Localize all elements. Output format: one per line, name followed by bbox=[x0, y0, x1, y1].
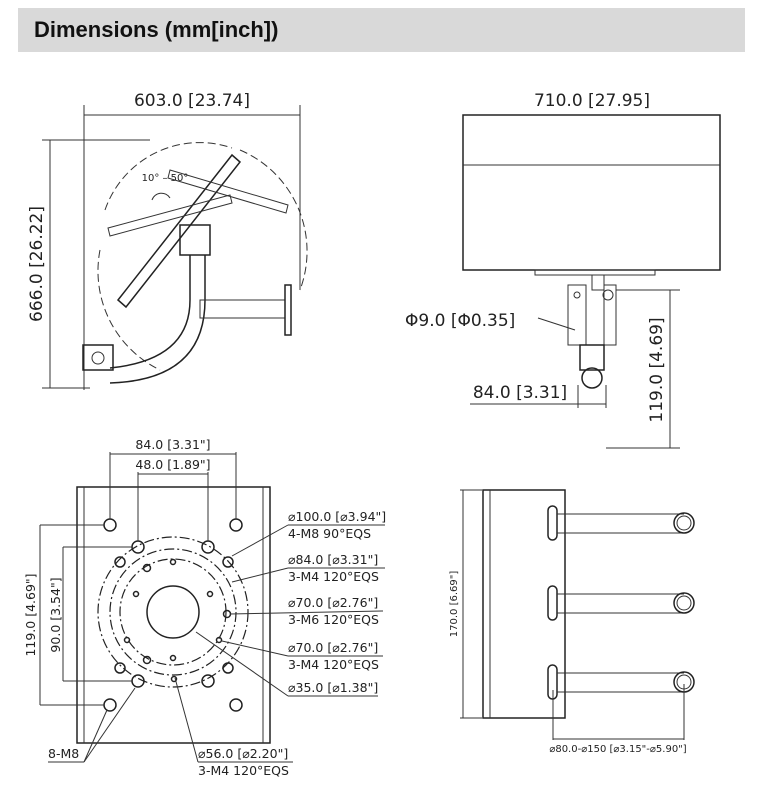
callout-spec: 3-M4 120°EQS bbox=[288, 657, 379, 672]
plate-top-inner-label: 48.0 [1.89"] bbox=[135, 457, 210, 472]
hole-dia-label: Φ9.0 [Φ0.35] bbox=[405, 311, 515, 331]
plate-left-inner-label: 90.0 [3.54"] bbox=[48, 577, 63, 652]
callout-dia: ⌀70.0 [⌀2.76"] bbox=[288, 640, 378, 655]
callout-spec: 3-M6 120°EQS bbox=[288, 612, 379, 627]
front-view-drawing: 710.0 [27.95] 84.0 [3.31] Φ9.0 [Φ0.35] 1… bbox=[405, 91, 721, 449]
bottom-spec-label: 3-M4 120°EQS bbox=[198, 763, 289, 778]
tilt-range-label: 10° – 50° bbox=[142, 173, 189, 184]
side-height-label: 666.0 [26.22] bbox=[27, 206, 47, 322]
section-title: Dimensions (mm[inch]) bbox=[34, 17, 279, 42]
plate-width-label: 84.0 [3.31] bbox=[473, 383, 567, 403]
plate-left-outer-label: 119.0 [4.69"] bbox=[23, 573, 38, 656]
callout-dia: ⌀100.0 [⌀3.94"] bbox=[288, 509, 386, 524]
side-width-label: 603.0 [23.74] bbox=[134, 91, 250, 111]
bottom-dia-label: ⌀56.0 [⌀2.20"] bbox=[198, 746, 288, 761]
plate-height-label: 119.0 [4.69] bbox=[647, 317, 667, 422]
side-view-drawing: 603.0 [23.74] 666.0 [26.22] 10° – 50° bbox=[27, 91, 308, 390]
bolts-label: 8-M8 bbox=[48, 746, 79, 761]
section-header: Dimensions (mm[inch]) bbox=[18, 8, 745, 52]
clamp-height-label: 170.0 [6.69"] bbox=[449, 571, 460, 638]
pole-clamp-drawing: 170.0 [6.69"] ⌀80.0-⌀150 [⌀3.15"-⌀5.90"] bbox=[449, 489, 695, 755]
callout-spec: 4-M8 90°EQS bbox=[288, 526, 371, 541]
callout-dia: ⌀35.0 [⌀1.38"] bbox=[288, 680, 378, 695]
callout-dia: ⌀84.0 [⌀3.31"] bbox=[288, 552, 378, 567]
front-width-label: 710.0 [27.95] bbox=[534, 91, 650, 111]
callout-dia: ⌀70.0 [⌀2.76"] bbox=[288, 595, 378, 610]
plate-top-outer-label: 84.0 [3.31"] bbox=[135, 437, 210, 452]
callout-spec: 3-M4 120°EQS bbox=[288, 569, 379, 584]
pole-range-label: ⌀80.0-⌀150 [⌀3.15"-⌀5.90"] bbox=[549, 744, 686, 755]
mounting-plate-drawing: 84.0 [3.31"] 48.0 [1.89"] 119.0 [4.69"] … bbox=[23, 437, 386, 778]
